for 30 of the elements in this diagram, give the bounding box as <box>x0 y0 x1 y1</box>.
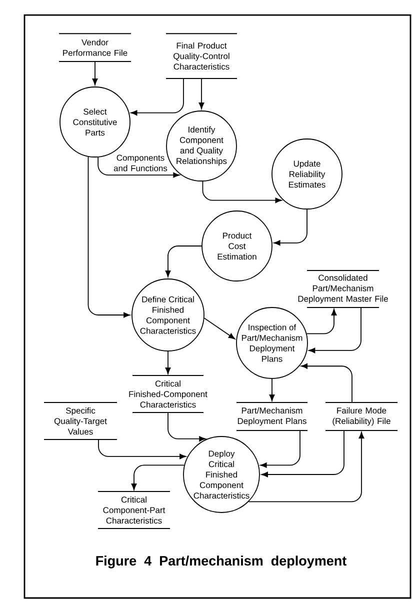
arrow <box>306 308 337 334</box>
arrow <box>88 156 130 318</box>
arrow <box>98 156 180 178</box>
arrow <box>260 430 300 468</box>
data-store: Final Product Quality-Control Characteristics <box>166 33 238 79</box>
arrow <box>198 78 204 110</box>
data-store: Failure Mode (Reliability) File <box>325 402 398 431</box>
arrow <box>165 246 202 278</box>
arrow <box>168 412 206 442</box>
arrow <box>274 209 308 246</box>
data-store: Consolidated Part/Mechanism Deployment Master File <box>298 270 388 308</box>
data-store: Critical Component-Part Characteristics <box>98 491 170 529</box>
arrow <box>269 378 275 402</box>
arrow <box>248 432 364 502</box>
data-store: Specific Quality-Target Values <box>44 402 118 440</box>
arrow <box>202 181 282 204</box>
arrow <box>165 351 171 374</box>
arrow <box>308 307 362 354</box>
caption: Figure 4 Part/mechanism deployment <box>96 556 346 568</box>
arrow <box>130 78 184 116</box>
arrow <box>131 464 185 490</box>
arrow <box>98 439 186 460</box>
arrow <box>204 318 236 340</box>
data-store: Part/Mechanism Deployment Plans <box>236 402 308 431</box>
arrow <box>300 363 352 403</box>
arrow <box>261 430 344 478</box>
edge-label: Components and Functions <box>114 154 168 172</box>
arrow <box>92 61 98 86</box>
data-store: Critical Finished-Component Characteristics <box>129 375 208 413</box>
data-store: Vendor Performance File <box>58 33 132 62</box>
